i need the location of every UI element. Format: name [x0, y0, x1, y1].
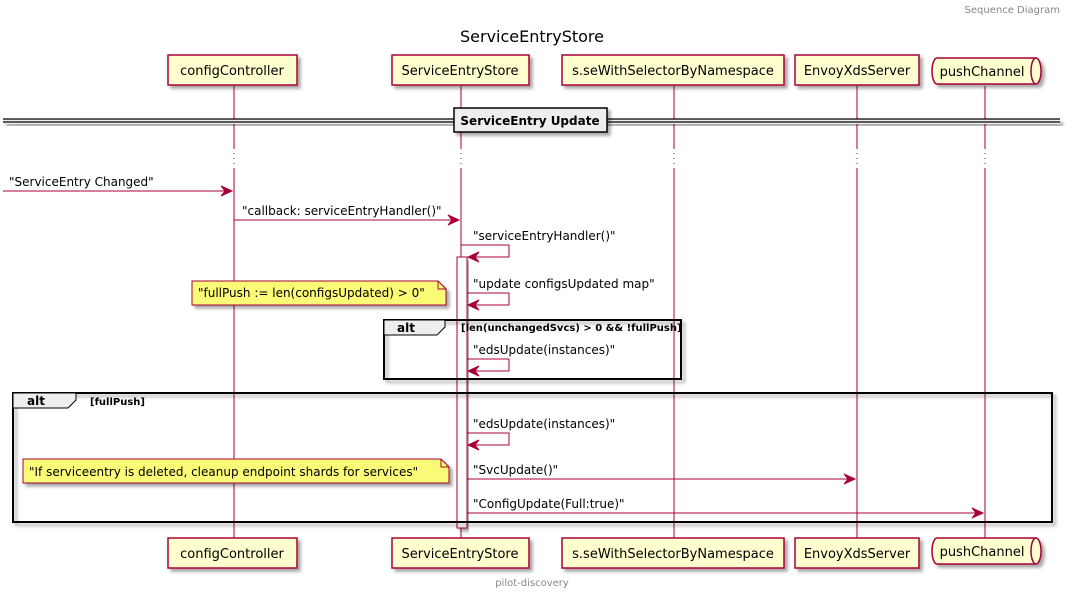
divider-label: ServiceEntry Update	[460, 114, 599, 128]
svg-text:EnvoyXdsServer: EnvoyXdsServer	[804, 547, 911, 562]
svg-text:ServiceEntryStore: ServiceEntryStore	[402, 547, 519, 562]
message-label: "edsUpdate(instances)"	[473, 343, 615, 357]
note-fullpush: "fullPush := len(configsUpdated) > 0"	[191, 280, 447, 306]
participant-seWithSelector-bottom[interactable]: s.seWithSelectorByNamespace	[561, 537, 785, 569]
header-label: Sequence Diagram	[965, 5, 1060, 16]
message-configupdate	[467, 507, 985, 519]
message-label: "callback: serviceEntryHandler()"	[242, 204, 442, 218]
message-label: "ConfigUpdate(Full:true)"	[473, 497, 625, 511]
alt-label: alt	[27, 394, 45, 408]
diagram-title: ServiceEntryStore	[460, 27, 604, 46]
participant-configController-top[interactable]: configController	[167, 54, 298, 86]
message-update-configsupdated-self	[466, 292, 510, 311]
message-label: "ServiceEntry Changed"	[9, 175, 154, 189]
participant-ServiceEntryStore-bottom[interactable]: ServiceEntryStore	[391, 537, 530, 569]
message-svcupdate	[467, 473, 857, 485]
alt-fragment-unchanged-svcs: alt [len(unchangedSvcs) > 0 && !fullPush…	[383, 319, 682, 380]
participant-EnvoyXdsServer-top[interactable]: EnvoyXdsServer	[794, 54, 920, 86]
message-edsupdate-self-1	[466, 358, 510, 377]
note-cleanup-endpoints: "If serviceentry is deleted, cleanup end…	[22, 458, 450, 484]
message-label: "serviceEntryHandler()"	[473, 229, 616, 243]
message-label: "update configsUpdated map"	[473, 277, 655, 291]
participant-EnvoyXdsServer-bottom[interactable]: EnvoyXdsServer	[794, 537, 920, 569]
alt-fragment-fullpush: alt [fullPush]	[12, 392, 1053, 523]
svg-text:s.seWithSelectorByNamespace: s.seWithSelectorByNamespace	[572, 64, 774, 79]
footer-label: pilot-discovery	[495, 578, 569, 589]
svg-text:configController: configController	[180, 547, 284, 562]
svg-text:s.seWithSelectorByNamespace: s.seWithSelectorByNamespace	[572, 547, 774, 562]
alt-label: alt	[397, 321, 415, 335]
svg-text:"fullPush := len(configsUpdate: "fullPush := len(configsUpdated) > 0"	[198, 286, 425, 300]
alt-guard: [len(unchangedSvcs) > 0 && !fullPush]	[461, 323, 682, 334]
svg-text:"If serviceentry is deleted, c: "If serviceentry is deleted, cleanup end…	[29, 465, 418, 479]
svg-text:ServiceEntryStore: ServiceEntryStore	[402, 64, 519, 79]
participant-configController-bottom[interactable]: configController	[167, 537, 298, 569]
participant-pushChannel-top[interactable]: pushChannel	[931, 57, 1042, 85]
participant-seWithSelector-top[interactable]: s.seWithSelectorByNamespace	[561, 54, 785, 86]
message-edsupdate-self-2	[466, 432, 510, 451]
participant-pushChannel-bottom[interactable]: pushChannel	[931, 537, 1042, 565]
svg-text:pushChannel: pushChannel	[940, 65, 1025, 80]
message-label: "edsUpdate(instances)"	[473, 417, 615, 431]
svg-text:EnvoyXdsServer: EnvoyXdsServer	[804, 64, 911, 79]
message-serviceentryhandler-self	[461, 244, 510, 263]
message-callback	[234, 214, 461, 226]
svg-text:pushChannel: pushChannel	[940, 545, 1025, 560]
message-serviceentry-changed	[3, 185, 234, 197]
divider-serviceentry-update: ServiceEntry Update	[3, 107, 1060, 133]
message-label: "SvcUpdate()"	[473, 463, 558, 477]
svg-text:configController: configController	[180, 64, 284, 79]
alt-guard: [fullPush]	[90, 397, 145, 408]
participant-ServiceEntryStore-top[interactable]: ServiceEntryStore	[391, 54, 530, 86]
